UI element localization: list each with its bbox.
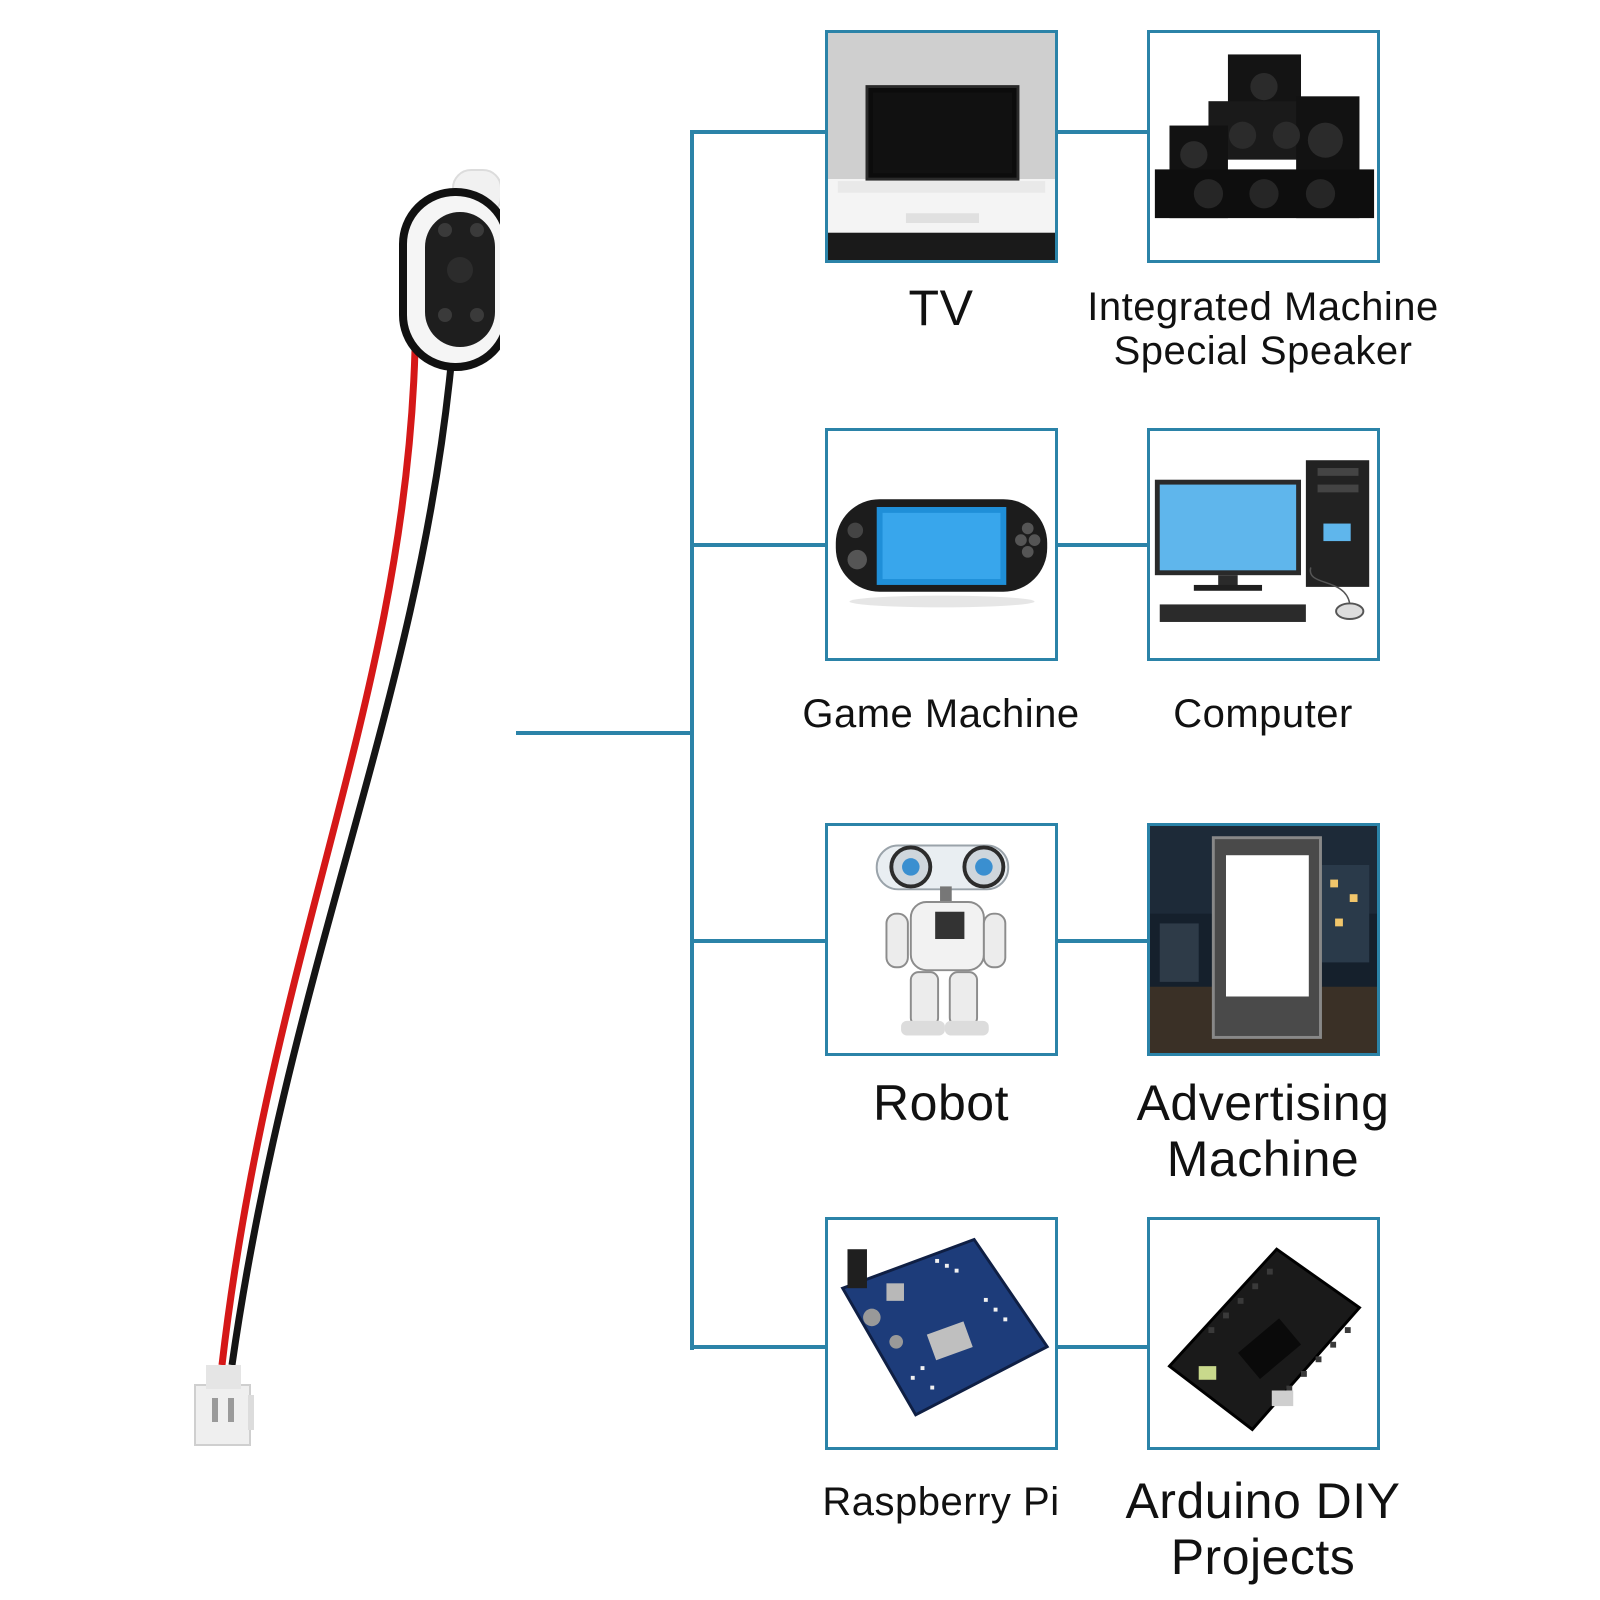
dev-board-icon bbox=[1167, 1247, 1362, 1432]
caption-line: Advertising bbox=[1136, 1075, 1390, 1131]
pair-line-row-2 bbox=[1058, 543, 1148, 547]
tile-speaker-stack bbox=[1147, 30, 1380, 263]
caption-advertising-machine: Advertising Machine bbox=[1083, 1075, 1443, 1187]
speaker-product-image bbox=[194, 169, 500, 1446]
caption-line: Robot bbox=[873, 1075, 1009, 1131]
caption-speaker-stack: Integrated Machine Special Speaker bbox=[1083, 285, 1443, 373]
ad-kiosk-icon bbox=[1150, 826, 1377, 1053]
caption-arduino: Arduino DIY Projects bbox=[1083, 1473, 1443, 1585]
tile-tv bbox=[825, 30, 1058, 263]
caption-raspberry-pi: Raspberry Pi bbox=[761, 1480, 1121, 1524]
tile-arduino bbox=[1147, 1217, 1380, 1450]
caption-line: Machine bbox=[1166, 1131, 1360, 1187]
tv-icon bbox=[828, 33, 1055, 260]
caption-computer: Computer bbox=[1083, 692, 1443, 736]
caption-line: TV bbox=[908, 280, 974, 336]
tile-computer bbox=[1147, 428, 1380, 661]
caption-line: Arduino DIY bbox=[1125, 1473, 1401, 1529]
caption-line: Integrated Machine bbox=[1087, 285, 1439, 329]
caption-line: Game Machine bbox=[802, 692, 1080, 736]
branch-line-row-2 bbox=[690, 543, 825, 547]
desktop-computer-icon bbox=[1154, 460, 1370, 622]
speaker-icon bbox=[194, 169, 500, 1446]
caption-game-machine: Game Machine bbox=[761, 692, 1121, 736]
pair-line-row-4 bbox=[1058, 1345, 1148, 1349]
handheld-console-icon bbox=[835, 499, 1048, 608]
branch-line-row-1 bbox=[690, 130, 825, 134]
branch-line-row-4 bbox=[690, 1345, 825, 1349]
speaker-stack-icon bbox=[1154, 54, 1375, 219]
caption-line: Special Speaker bbox=[1113, 329, 1413, 373]
tile-raspberry-pi bbox=[825, 1217, 1058, 1450]
pair-line-row-1 bbox=[1058, 130, 1148, 134]
caption-robot: Robot bbox=[761, 1075, 1121, 1131]
tile-game-machine bbox=[825, 428, 1058, 661]
caption-line: Projects bbox=[1170, 1529, 1356, 1585]
tile-advertising-machine bbox=[1147, 823, 1380, 1056]
caption-line: Computer bbox=[1173, 692, 1353, 736]
circuit-board-icon bbox=[840, 1237, 1050, 1417]
caption-tv: TV bbox=[761, 280, 1121, 336]
trunk-line bbox=[690, 130, 694, 1350]
branch-line-row-3 bbox=[690, 939, 825, 943]
caption-line: Raspberry Pi bbox=[822, 1480, 1060, 1524]
robot-icon bbox=[875, 844, 1010, 1036]
speaker-connector-line bbox=[516, 731, 692, 735]
tile-robot bbox=[825, 823, 1058, 1056]
pair-line-row-3 bbox=[1058, 939, 1148, 943]
